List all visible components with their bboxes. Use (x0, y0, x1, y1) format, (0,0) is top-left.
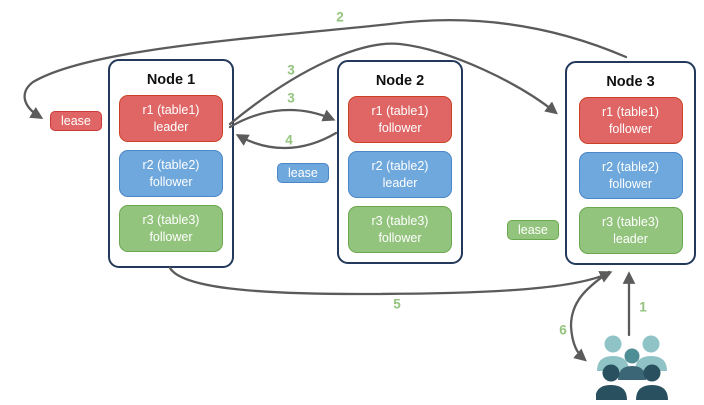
replica-role: follower (378, 230, 422, 245)
node3-replica-r1: r1 (table1) follower (578, 97, 683, 144)
node2-replica-r1: r1 (table1) follower (348, 96, 452, 143)
replica-role: leader (613, 231, 648, 246)
users-group-icon (596, 335, 668, 400)
step-label-3a: 3 (287, 62, 295, 78)
replica-name: r1 (table1) (142, 103, 200, 118)
node1-replica-r3: r3 (table3) follower (119, 205, 223, 252)
arrow-5-node1-to-node3 (168, 266, 613, 296)
replica-role: follower (149, 174, 193, 189)
node2-replica-r3: r3 (table3) follower (348, 206, 452, 253)
step-label-4: 4 (285, 132, 293, 148)
replica-name: r2 (table2) (602, 160, 659, 175)
replica-name: r3 (table3) (602, 215, 659, 230)
lease-badge-table1: lease (50, 111, 102, 131)
step-label-6: 6 (559, 322, 567, 338)
replica-name: r1 (table1) (371, 104, 429, 119)
step-label-3b: 3 (287, 90, 295, 106)
replica-name: r1 (table1) (602, 105, 659, 120)
node-2-box: Node 2 r1 (table1) follower r2 (table2) … (337, 60, 463, 264)
node-3-title: Node 3 (606, 74, 655, 90)
step-label-5: 5 (393, 296, 401, 312)
step-label-2: 2 (336, 9, 344, 25)
node3-replica-r2: r2 (table2) follower (578, 152, 683, 199)
node-2-title: Node 2 (375, 73, 425, 89)
node-1-box: Node 1 r1 (table1) leader r2 (table2) fo… (108, 59, 234, 268)
node3-replica-r3: r3 (table3) leader (578, 207, 683, 254)
replica-role: follower (149, 229, 193, 244)
node1-replica-r2: r2 (table2) follower (119, 150, 223, 197)
replica-role: leader (153, 119, 189, 134)
node1-replica-r1: r1 (table1) leader (119, 95, 223, 142)
arrow-3-node1-to-node2 (228, 108, 336, 129)
replica-name: r2 (table2) (142, 158, 200, 173)
node-1-title: Node 1 (146, 72, 196, 88)
replica-name: r2 (table2) (371, 159, 429, 174)
replica-name: r3 (table3) (371, 214, 429, 229)
replica-role: follower (378, 120, 422, 135)
node-3-box: Node 3 r1 (table1) follower r2 (table2) … (565, 61, 696, 265)
node2-replica-r2: r2 (table2) leader (348, 151, 452, 198)
replica-role: leader (382, 175, 418, 190)
replica-name: r3 (table3) (142, 213, 200, 228)
lease-badge-table2: lease (277, 163, 329, 183)
step-label-1: 1 (639, 299, 647, 315)
replica-role: follower (608, 121, 653, 136)
lease-badge-table3: lease (507, 220, 559, 240)
replica-role: follower (608, 176, 653, 191)
